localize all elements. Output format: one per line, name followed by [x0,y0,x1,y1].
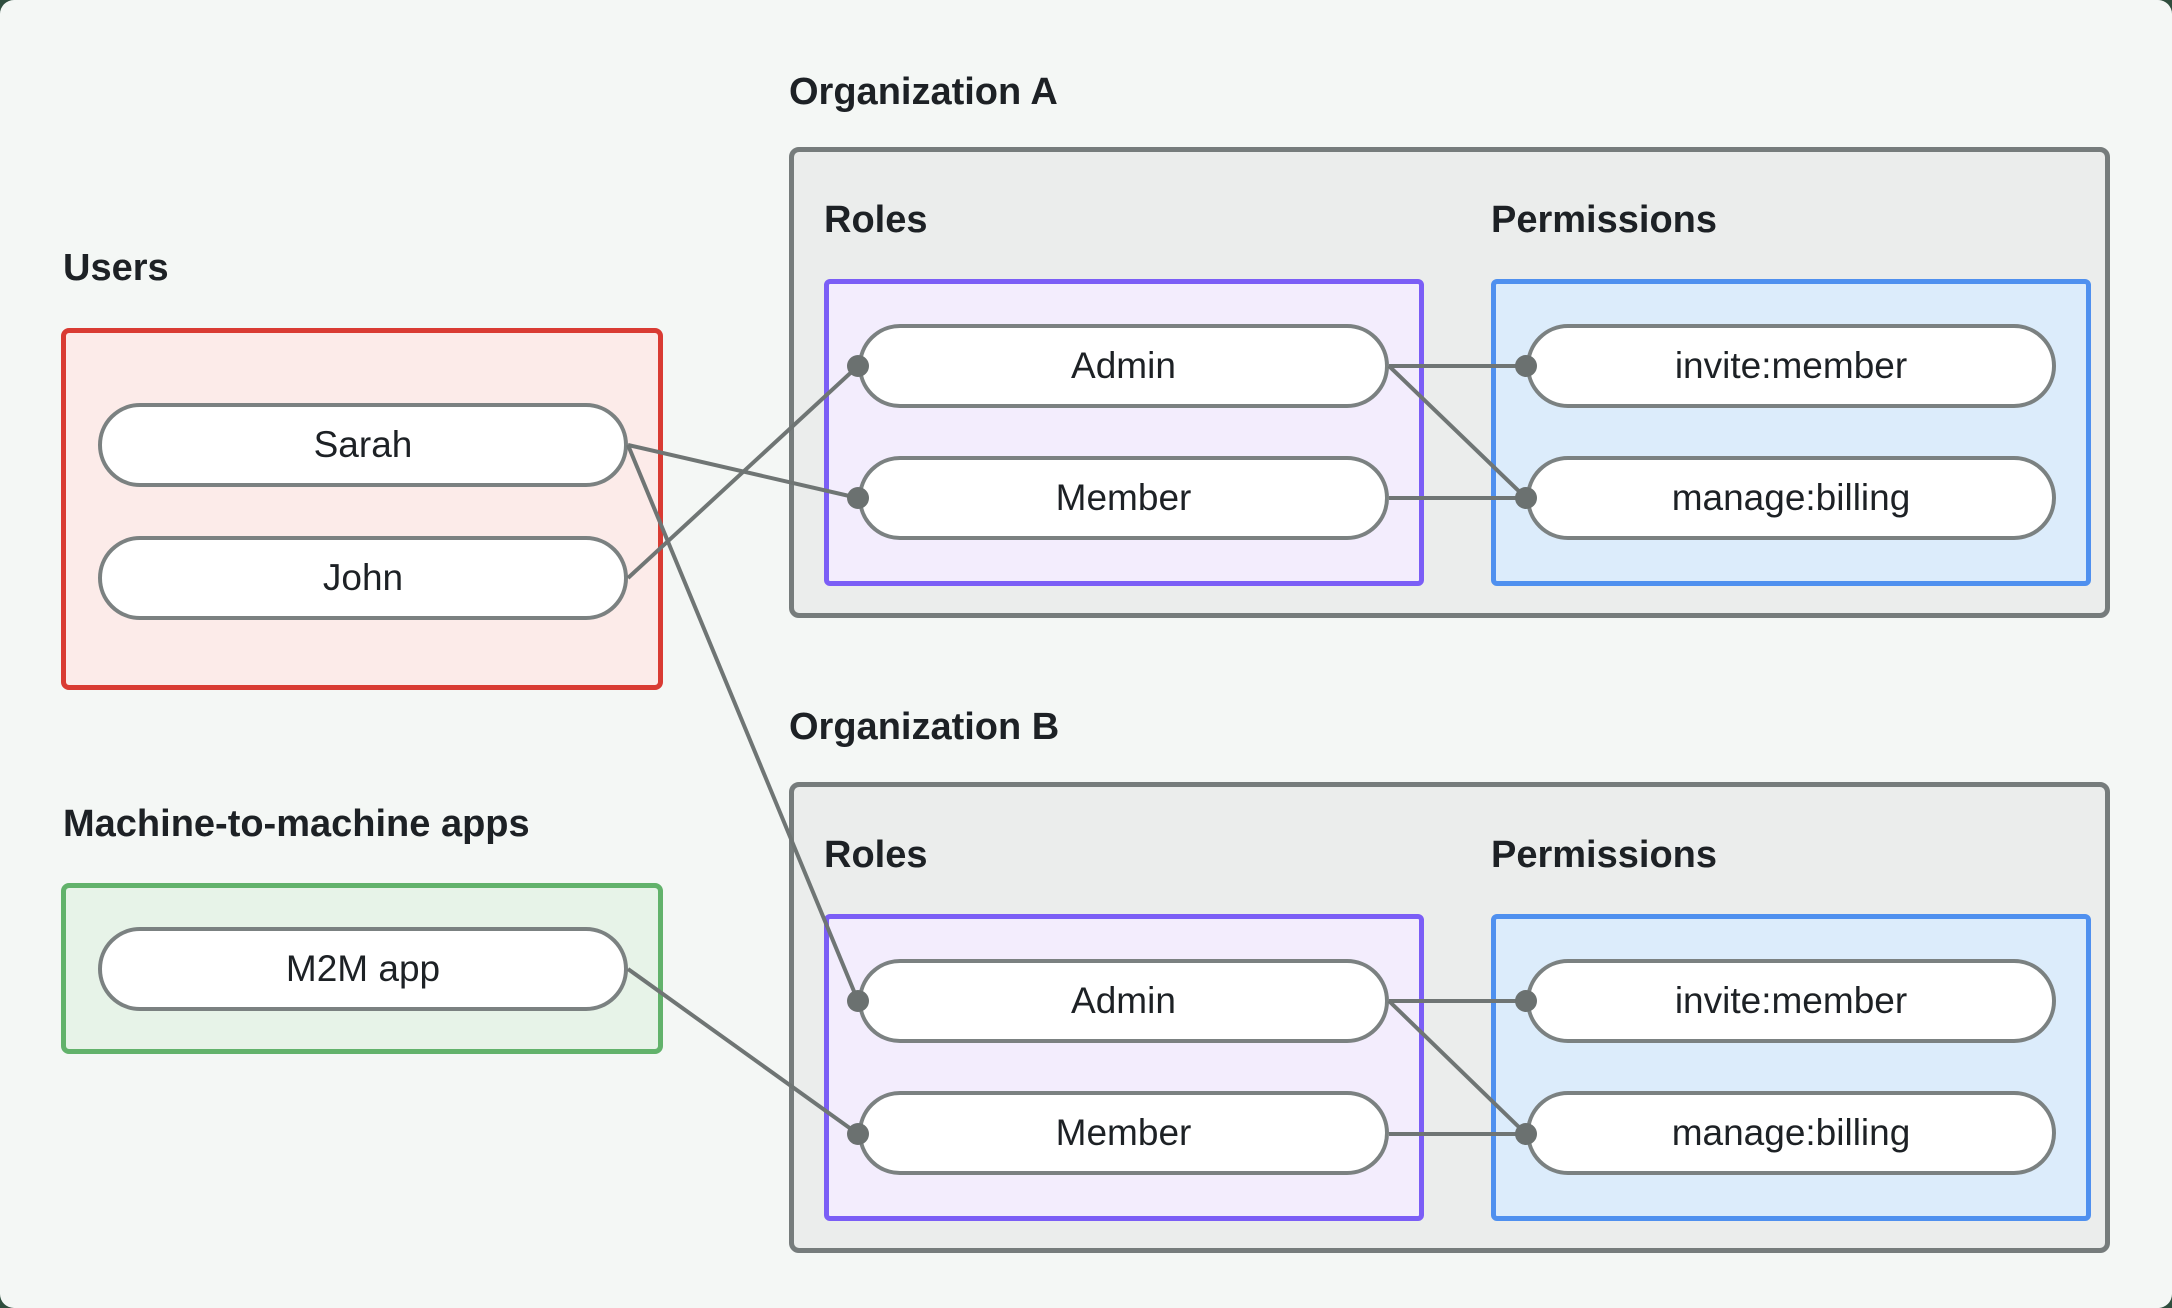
org-b-role-member-label: Member [1055,1112,1192,1153]
org-b-permission-invite-member-label: invite:member [1674,980,1908,1021]
org-a-role-member-label: Member [1055,477,1192,518]
user-node-sarah-label: Sarah [313,424,413,465]
org-b-roles-label: Roles [824,834,928,876]
org-b-permission-invite-member: invite:member [1526,959,2056,1043]
org-b-role-member: Member [858,1091,1389,1175]
org-b-roles-box: Admin Member [824,914,1424,1221]
org-a-role-member: Member [858,456,1389,540]
org-a-permission-invite-member-label: invite:member [1674,345,1908,386]
org-a-title: Organization A [789,71,1058,113]
m2m-group-box: M2M app [61,883,663,1054]
users-section-title: Users [63,247,169,289]
org-b-role-admin: Admin [858,959,1389,1043]
org-a-box: Roles Permissions Admin Member invite:me… [789,147,2110,618]
org-a-role-admin: Admin [858,324,1389,408]
m2m-section-title: Machine-to-machine apps [63,803,530,845]
org-b-role-admin-label: Admin [1071,980,1176,1021]
org-a-permissions-label: Permissions [1491,199,1717,241]
org-a-permission-manage-billing-label: manage:billing [1671,477,1911,518]
org-a-role-admin-label: Admin [1071,345,1176,386]
org-a-permission-manage-billing: manage:billing [1526,456,2056,540]
org-b-permission-manage-billing: manage:billing [1526,1091,2056,1175]
org-b-permission-manage-billing-label: manage:billing [1671,1112,1911,1153]
org-b-title: Organization B [789,706,1060,748]
users-group-box: Sarah John [61,328,663,690]
org-b-permissions-label: Permissions [1491,834,1717,876]
m2m-app-node-label: M2M app [285,948,441,989]
user-node-john: John [98,536,628,620]
m2m-app-node: M2M app [98,927,628,1011]
org-a-roles-box: Admin Member [824,279,1424,586]
org-a-permission-invite-member: invite:member [1526,324,2056,408]
org-b-permissions-box: invite:member manage:billing [1491,914,2091,1221]
org-b-box: Roles Permissions Admin Member invite:me… [789,782,2110,1253]
org-a-roles-label: Roles [824,199,928,241]
user-node-john-label: John [322,557,404,598]
org-a-permissions-box: invite:member manage:billing [1491,279,2091,586]
user-node-sarah: Sarah [98,403,628,487]
